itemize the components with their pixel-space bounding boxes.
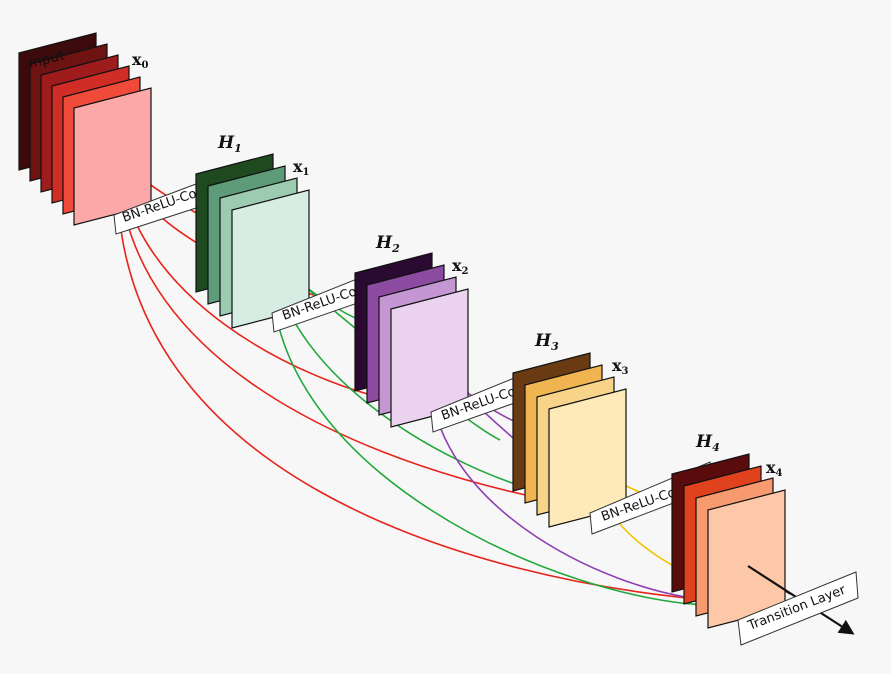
block-x2: BN-ReLU-Conv H2 x2	[271, 233, 469, 428]
feature-maps-x1	[195, 153, 310, 329]
x4-label: x4	[766, 458, 783, 479]
h2-label: H2	[375, 233, 400, 255]
h3-label: H3	[534, 331, 559, 353]
block-x0: Input x0	[18, 32, 152, 226]
h4-label: H4	[695, 432, 720, 454]
x2-label: x2	[452, 256, 469, 277]
feature-maps-x3	[512, 352, 627, 528]
feature-maps-x2	[354, 252, 469, 428]
block-x4: BN-ReLU-Conv H4 x4	[589, 432, 786, 629]
x0-label: x0	[132, 50, 149, 71]
x1-label: x1	[293, 157, 310, 178]
feature-maps-x4	[671, 453, 786, 629]
feature-maps-x0	[18, 32, 152, 226]
x3-label: x3	[612, 356, 629, 377]
h1-label: H1	[217, 133, 242, 155]
dense-connection-curve	[271, 259, 709, 606]
dense-connection-curve	[117, 156, 550, 501]
